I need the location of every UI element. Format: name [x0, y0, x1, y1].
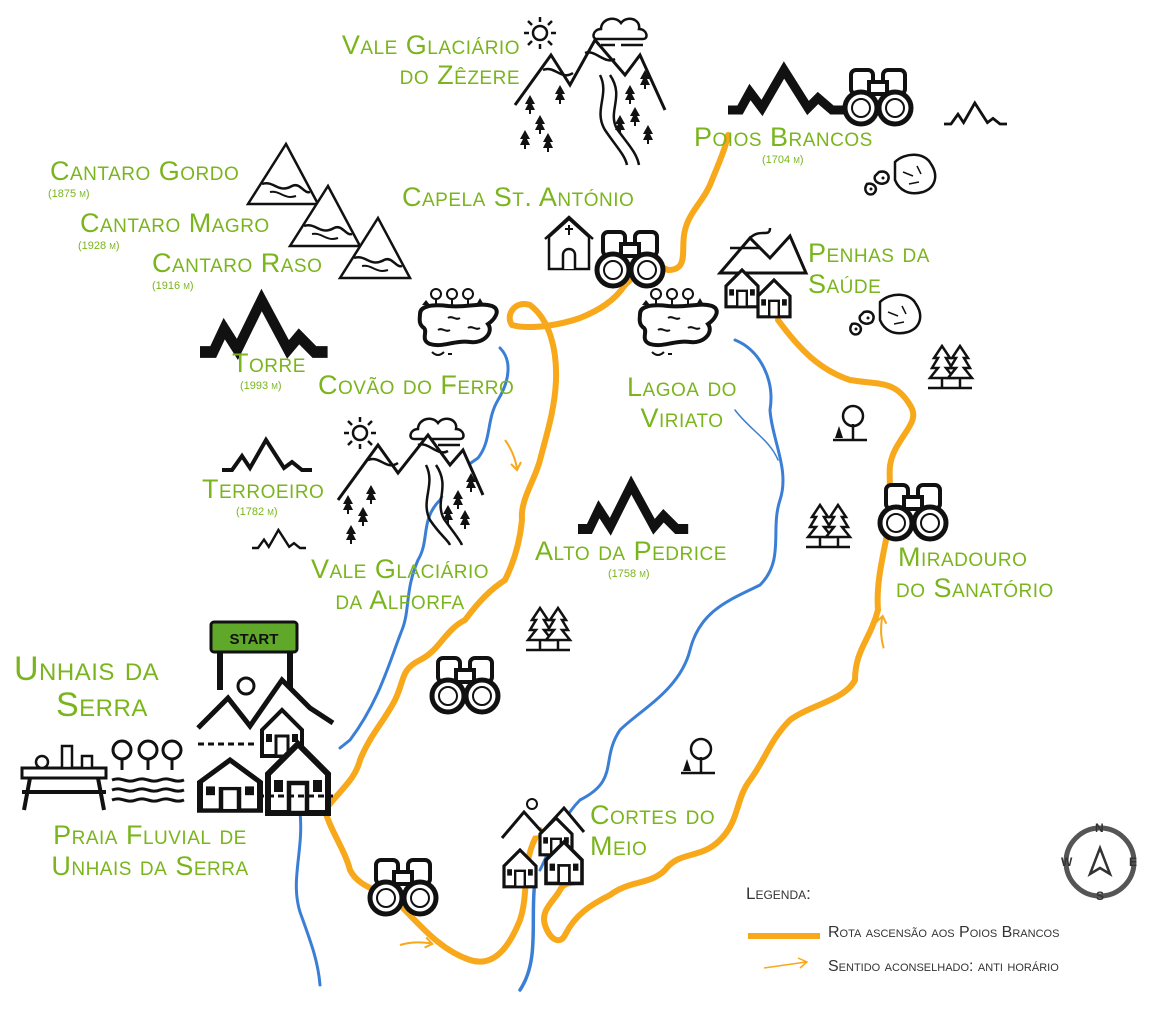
start-sign-label: START — [230, 631, 279, 648]
label-praia-fluvial: Praia Fluvial de Unhais da Serra — [51, 820, 249, 882]
binoculars-icon — [845, 70, 911, 124]
unhais-town-icon — [196, 676, 335, 813]
alt-cantaro-gordo: (1875 m) — [48, 188, 90, 200]
legend-direction-label: Sentido aconselhado: anti horário — [828, 958, 1059, 975]
pine-trees-icon — [526, 608, 570, 650]
mountain-small-icon — [250, 528, 308, 550]
label-vale-alforfa: Vale Glaciário da Alforfa — [310, 554, 490, 616]
compass-e: E — [1129, 855, 1138, 869]
penhas-village-icon — [716, 227, 809, 319]
rocks-icon — [849, 293, 922, 336]
compass-n: N — [1095, 821, 1104, 835]
label-cantaro-gordo: Cantaro Gordo — [50, 156, 240, 186]
label-poios-brancos: Poios Brancos — [694, 122, 873, 152]
river-zezere-lower — [518, 878, 537, 992]
alt-cantaro-magro: (1928 m) — [78, 240, 120, 252]
river-viriato-branch — [734, 409, 779, 461]
cortes-village-icon — [500, 798, 586, 889]
label-cantaro-raso: Cantaro Raso — [152, 248, 323, 278]
route-west — [322, 807, 543, 965]
label-cortes-meio: Cortes do Meio — [590, 800, 716, 862]
alt-alto-pedrice: (1758 m) — [608, 568, 650, 580]
legend-title: Legenda: — [746, 884, 811, 903]
river-alforfa-lower — [294, 810, 322, 987]
picnic-icon — [20, 744, 108, 811]
label-penhas-saude: Penhas da Saúde — [808, 238, 930, 300]
river-zezere — [538, 338, 785, 872]
cantaro-gordo-peak-icon — [246, 142, 320, 206]
poios-brancos-mountain-icon — [728, 70, 844, 110]
compass-w: W — [1061, 855, 1073, 869]
alt-terroeiro: (1782 m) — [236, 506, 278, 518]
label-capela: Capela St. António — [402, 182, 635, 212]
label-covao-ferro: Covão do Ferro — [318, 370, 515, 400]
label-miradouro-sanatorio: Miradouro do Sanatório — [896, 542, 1054, 604]
covao-lake-icon — [417, 287, 499, 357]
label-vale-zezere: Vale Glaciário do Zêzere — [341, 30, 520, 91]
terroeiro-mountain-icon — [220, 438, 314, 472]
alt-torre: (1993 m) — [240, 380, 282, 392]
rivers — [294, 338, 785, 992]
alt-cantaro-raso: (1916 m) — [152, 280, 194, 292]
start-sign — [209, 620, 299, 690]
route-east-down — [541, 527, 891, 944]
torre-mountain-icon — [200, 300, 328, 352]
compass-icon — [1063, 825, 1137, 899]
route-north — [665, 132, 731, 273]
mountain-small-icon — [942, 101, 1009, 126]
rocks-icon — [864, 153, 937, 196]
valley-alforfa-icon — [336, 415, 485, 546]
binoculars-icon — [880, 485, 946, 539]
pine-trees-icon — [806, 505, 850, 547]
route-west-up — [322, 263, 671, 813]
label-unhais-serra: Unhais da Serra — [14, 650, 160, 724]
hiking-route — [322, 132, 917, 965]
tree-icon — [681, 737, 715, 775]
direction-arrow — [504, 439, 522, 471]
riverside-trees-icon — [111, 739, 185, 803]
compass-s: S — [1096, 889, 1105, 903]
tree-icon — [833, 404, 867, 442]
alto-pedrice-mountain-icon — [578, 485, 688, 529]
pine-trees-icon — [928, 346, 972, 388]
label-cantaro-magro: Cantaro Magro — [80, 208, 270, 238]
valley-zezere-icon — [513, 15, 667, 166]
legend-route-label: Rota ascensão aos Poios Brancos — [828, 924, 1060, 941]
legend-direction-swatch — [763, 957, 809, 969]
label-alto-pedrice: Alto da Pedrice — [535, 536, 727, 566]
label-torre: Torre — [232, 348, 306, 378]
alt-poios-brancos: (1704 m) — [762, 154, 804, 166]
river-alforfa — [338, 346, 510, 750]
binoculars-icon — [432, 658, 498, 712]
chapel-icon — [544, 215, 594, 271]
label-terroeiro: Terroeiro — [202, 474, 325, 504]
route-east — [775, 317, 917, 503]
viriato-lake-icon — [637, 287, 719, 357]
label-lagoa-viriato: Lagoa do Viriato — [627, 372, 737, 434]
